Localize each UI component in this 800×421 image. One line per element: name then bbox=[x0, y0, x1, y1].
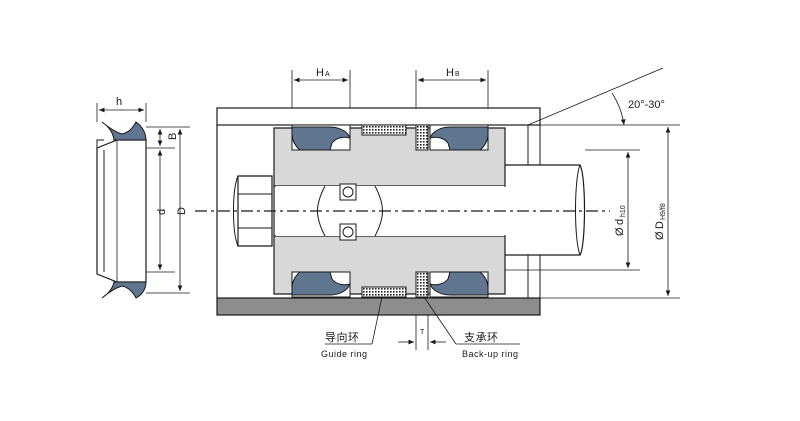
guide-ring-label-en: Guide ring bbox=[321, 349, 368, 359]
guide-ring-upper bbox=[361, 124, 407, 136]
backup-ring-label-en: Back-up ring bbox=[462, 349, 519, 359]
cylinder-top-wall bbox=[216, 107, 541, 126]
seal-upper-right bbox=[429, 126, 489, 151]
dim-b-label: B bbox=[167, 133, 179, 140]
backup-ring-label-cn: 支承环 bbox=[464, 331, 499, 344]
seal-lip-top bbox=[101, 121, 147, 141]
dim-h-label: h bbox=[116, 96, 122, 108]
bore-diam-symbol: Ø bbox=[654, 231, 666, 240]
backup-ring-lower bbox=[415, 271, 429, 298]
seal-upper-left bbox=[291, 126, 351, 151]
bore-diam-main: D bbox=[654, 221, 666, 229]
rod-diam-symbol: Ø bbox=[614, 227, 626, 236]
dim-t-label: T bbox=[420, 329, 425, 336]
backup-ring-upper bbox=[415, 124, 429, 151]
dim-ha-sub: A bbox=[325, 71, 330, 78]
dim-hb-main: H bbox=[446, 67, 454, 79]
seal-lower-right bbox=[429, 271, 489, 296]
dim-hb-sub: B bbox=[455, 71, 460, 78]
dim-D-label: D bbox=[176, 207, 188, 215]
dim-ha-main: H bbox=[316, 67, 324, 79]
rod-diam-sub: h10 bbox=[620, 205, 627, 217]
bore-diam-sub: H9/f8 bbox=[660, 203, 667, 220]
rod-diam-main: d bbox=[614, 219, 626, 225]
guide-ring-label-cn: 导向环 bbox=[325, 330, 360, 344]
seal-lower-left bbox=[291, 271, 351, 296]
seal-cross-section: h B d D bbox=[96, 96, 190, 299]
guide-ring-lower bbox=[361, 286, 407, 298]
angle-label: 20°-30° bbox=[628, 99, 665, 111]
dim-d-label: d bbox=[156, 209, 168, 215]
cylinder-assembly: H A H B 20°-30° Ø d h10 Ø D H9/f8 bbox=[195, 67, 680, 359]
seal-lip-bottom bbox=[101, 281, 147, 299]
